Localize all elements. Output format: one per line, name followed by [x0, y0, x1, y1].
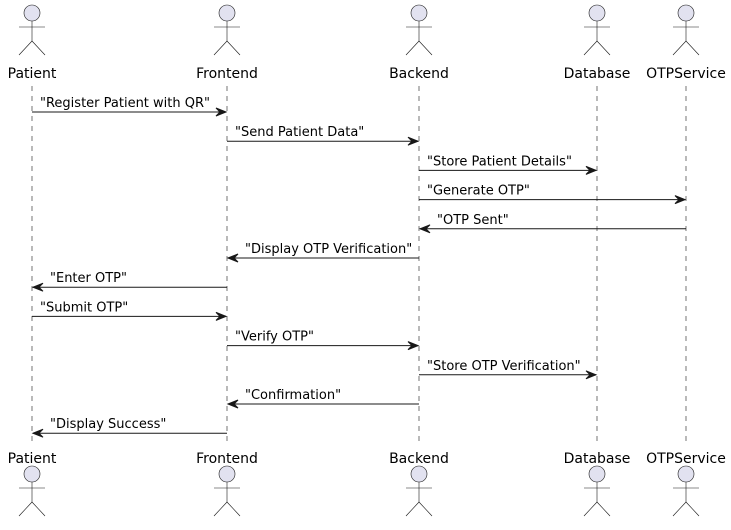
participant-label-bottom-patient: Patient [8, 451, 57, 467]
participant-label-top-backend: Backend [389, 66, 449, 82]
actor-figure-otpservice-top [672, 4, 700, 56]
actor-figure-frontend-bottom [213, 465, 241, 517]
actor-figure-backend-top [405, 4, 433, 56]
participant-label-top-patient: Patient [8, 66, 57, 82]
message-7: "Enter OTP" [31, 271, 227, 292]
arrow-head-icon [674, 195, 687, 205]
participant-label-bottom-backend: Backend [389, 451, 449, 467]
actor-head-icon [588, 465, 606, 483]
actor-head-icon [23, 4, 41, 22]
actor-head-icon [410, 4, 428, 22]
actor-right-leg [685, 501, 700, 517]
actor-figure-otpservice-bottom [672, 465, 700, 517]
actor-right-leg [596, 40, 611, 56]
actor-figure-database-top [583, 4, 611, 56]
actor-figure-patient-top [18, 4, 46, 56]
arrow-head-icon [226, 253, 239, 263]
message-label: "Verify OTP" [235, 330, 314, 345]
arrow-head-icon [31, 282, 44, 292]
actors-top: Patient Frontend Backend Database OTPService [8, 4, 726, 82]
message-label: "Send Patient Data" [235, 125, 364, 140]
actor-figure-backend-bottom [405, 465, 433, 517]
actor-left-leg [583, 501, 598, 517]
actor-left-leg [583, 40, 598, 56]
arrow-head-icon [215, 311, 228, 321]
arrow-head-icon [585, 165, 598, 175]
message-label: "Store Patient Details" [427, 154, 572, 169]
arrow-head-icon [215, 107, 228, 117]
lifelines [31, 86, 687, 446]
message-label: "Submit OTP" [40, 300, 128, 315]
actor-left-leg [18, 501, 33, 517]
actor-left-leg [213, 501, 228, 517]
actor-head-icon [218, 465, 236, 483]
actor-head-icon [23, 465, 41, 483]
actor-head-icon [588, 4, 606, 22]
participant-label-top-otpservice: OTPService [646, 66, 726, 82]
actor-right-leg [418, 40, 433, 56]
actor-figure-patient-bottom [18, 465, 46, 517]
actor-left-leg [18, 40, 33, 56]
message-11: "Confirmation" [226, 388, 419, 409]
message-6: "Display OTP Verification" [226, 242, 419, 263]
arrow-head-icon [407, 341, 420, 351]
actor-head-icon [677, 4, 695, 22]
arrow-head-icon [226, 399, 239, 409]
message-label: "Confirmation" [245, 388, 341, 403]
participant-label-bottom-database: Database [564, 451, 631, 467]
message-10: "Store OTP Verification" [419, 359, 598, 380]
message-1: "Register Patient with QR" [32, 96, 228, 117]
actor-left-leg [672, 40, 687, 56]
message-label: "Display Success" [50, 417, 166, 432]
participant-label-bottom-otpservice: OTPService [646, 451, 726, 467]
actor-right-leg [31, 501, 46, 517]
arrow-head-icon [418, 224, 431, 234]
actor-right-leg [31, 40, 46, 56]
message-label: "OTP Sent" [437, 213, 509, 228]
actor-right-leg [596, 501, 611, 517]
participant-label-bottom-frontend: Frontend [196, 451, 258, 467]
message-8: "Submit OTP" [32, 300, 228, 321]
message-5: "OTP Sent" [418, 213, 686, 234]
message-9: "Verify OTP" [227, 330, 420, 351]
message-label: "Store OTP Verification" [427, 359, 581, 374]
actor-right-leg [226, 501, 241, 517]
actor-right-leg [418, 501, 433, 517]
messages: "Register Patient with QR" "Send Patient … [31, 96, 687, 438]
actor-left-leg [672, 501, 687, 517]
message-4: "Generate OTP" [419, 184, 687, 205]
actor-left-leg [405, 501, 420, 517]
message-2: "Send Patient Data" [227, 125, 420, 146]
actor-head-icon [218, 4, 236, 22]
actor-figure-database-bottom [583, 465, 611, 517]
arrow-head-icon [31, 428, 44, 438]
actor-right-leg [226, 40, 241, 56]
participant-label-top-frontend: Frontend [196, 66, 258, 82]
message-3: "Store Patient Details" [419, 154, 598, 175]
arrow-head-icon [407, 136, 420, 146]
actor-right-leg [685, 40, 700, 56]
message-label: "Enter OTP" [50, 271, 127, 286]
actor-figure-frontend-top [213, 4, 241, 56]
participant-label-top-database: Database [564, 66, 631, 82]
message-label: "Generate OTP" [427, 184, 530, 199]
actor-head-icon [677, 465, 695, 483]
actors-bottom: Patient Frontend Backend Database OTPService [8, 451, 726, 517]
arrow-head-icon [585, 370, 598, 380]
message-label: "Register Patient with QR" [40, 96, 210, 111]
actor-left-leg [405, 40, 420, 56]
actor-left-leg [213, 40, 228, 56]
actor-head-icon [410, 465, 428, 483]
message-12: "Display Success" [31, 417, 227, 438]
message-label: "Display OTP Verification" [245, 242, 412, 257]
